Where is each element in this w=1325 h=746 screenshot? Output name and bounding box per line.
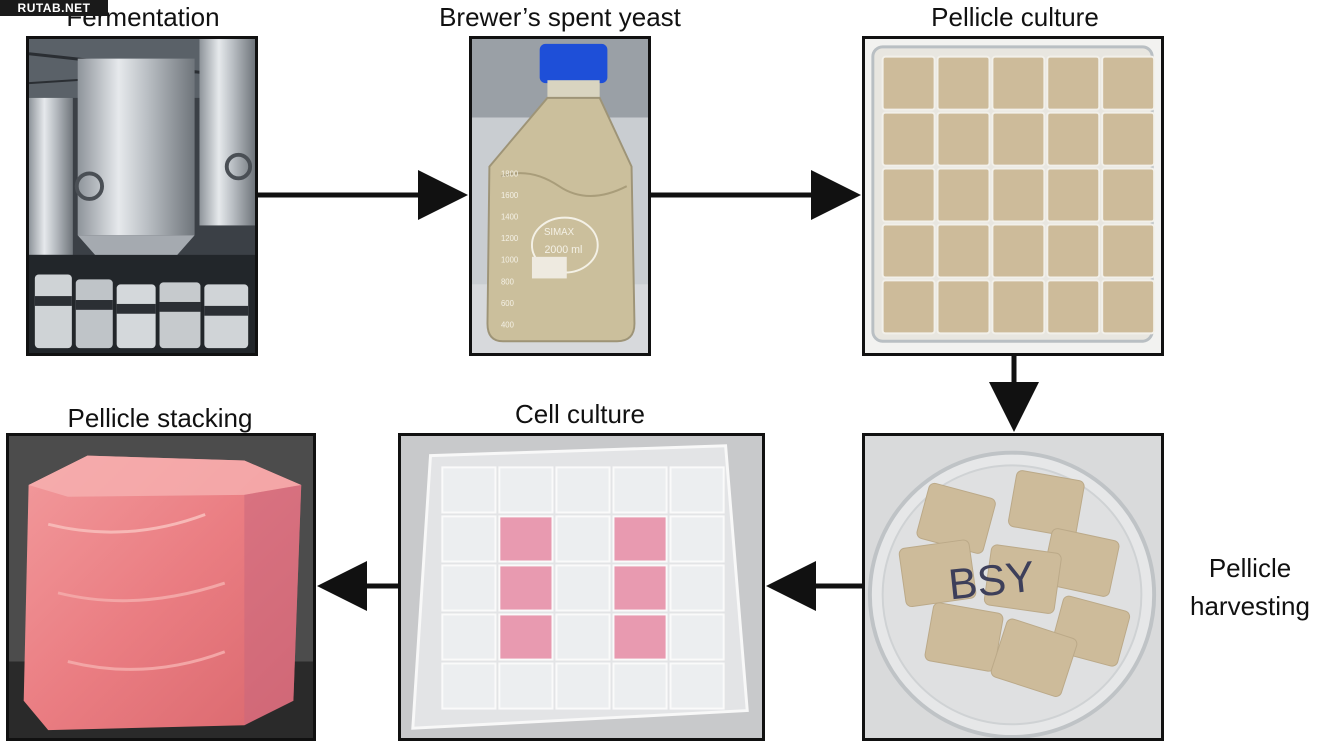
culture-well [881, 223, 936, 279]
photo-fermentation [26, 36, 258, 356]
cell-well-empty [555, 466, 611, 514]
culture-well [991, 279, 1046, 335]
cell-well-empty [441, 613, 497, 661]
cell-well-empty [669, 613, 725, 661]
culture-well [1101, 167, 1156, 223]
culture-well [1046, 167, 1101, 223]
bottle-graduation-label: 600 [501, 299, 515, 308]
culture-well [1046, 111, 1101, 167]
photo-cell-culture [398, 433, 765, 741]
cell-well-empty [498, 662, 554, 710]
cell-well-filled [498, 515, 554, 563]
cell-well-empty [612, 662, 668, 710]
cell-well-filled [498, 564, 554, 612]
bottle-graduation-label: 1400 [501, 212, 519, 221]
culture-well [991, 223, 1046, 279]
culture-well [1101, 111, 1156, 167]
culture-well [1046, 223, 1101, 279]
bottle-graduation-label: 1200 [501, 234, 519, 243]
cell-well-empty [555, 515, 611, 563]
cell-well-empty [555, 564, 611, 612]
label-pellicle-harvesting-line2: harvesting [1190, 591, 1310, 621]
cell-well-filled [612, 613, 668, 661]
cell-well-empty [555, 613, 611, 661]
bottle-graduation-label: 1600 [501, 191, 519, 200]
bottle-volume-text: 2000 ml [545, 244, 583, 256]
cell-well-filled [612, 564, 668, 612]
cell-well-empty [498, 466, 554, 514]
cell-well-empty [441, 564, 497, 612]
cell-well-filled [498, 613, 554, 661]
culture-well [881, 111, 936, 167]
bottle-graduation-label: 400 [501, 320, 515, 329]
label-pellicle-harvesting-line1: Pellicle [1208, 553, 1292, 583]
cell-well-filled [612, 515, 668, 563]
cell-well-empty [669, 564, 725, 612]
culture-well [991, 111, 1046, 167]
culture-well [936, 279, 991, 335]
label-pellicle-culture: Pellicle culture [931, 2, 1099, 32]
dish-marking-text: BSY [946, 553, 1037, 610]
cell-well-empty [555, 662, 611, 710]
culture-well [936, 55, 991, 111]
bottle-graduation-label: 800 [501, 277, 515, 286]
photo-pellicle-harvesting: BSY [862, 433, 1164, 741]
culture-well [1101, 55, 1156, 111]
cell-well-empty [669, 515, 725, 563]
culture-well [881, 279, 936, 335]
culture-well [936, 223, 991, 279]
culture-well [881, 55, 936, 111]
photo-brewers-spent-yeast: SIMAX 2000 ml 1800 1600 1400 1200 1000 800 600… [469, 36, 651, 356]
photo-pellicle-stacking [6, 433, 316, 741]
culture-well [1101, 223, 1156, 279]
culture-well [936, 167, 991, 223]
cell-well-empty [612, 466, 668, 514]
cell-well-empty [441, 466, 497, 514]
culture-well [991, 55, 1046, 111]
cell-well-empty [669, 466, 725, 514]
watermark: RUTAB.NET [0, 0, 108, 16]
label-brewers-spent-yeast: Brewer’s spent yeast [439, 2, 681, 32]
culture-well [1046, 55, 1101, 111]
culture-well [1101, 279, 1156, 335]
bottle-graduation-label: 1000 [501, 256, 519, 265]
label-pellicle-stacking: Pellicle stacking [67, 403, 253, 433]
culture-well [1046, 279, 1101, 335]
cell-well-empty [441, 662, 497, 710]
cell-well-empty [669, 662, 725, 710]
bottle-graduation-label: 1800 [501, 169, 519, 178]
label-cell-culture: Cell culture [514, 399, 646, 429]
culture-well [936, 111, 991, 167]
culture-well [881, 167, 936, 223]
culture-well [991, 167, 1046, 223]
photo-pellicle-culture [862, 36, 1164, 356]
cell-well-empty [441, 515, 497, 563]
bottle-brand-text: SIMAX [544, 227, 575, 238]
